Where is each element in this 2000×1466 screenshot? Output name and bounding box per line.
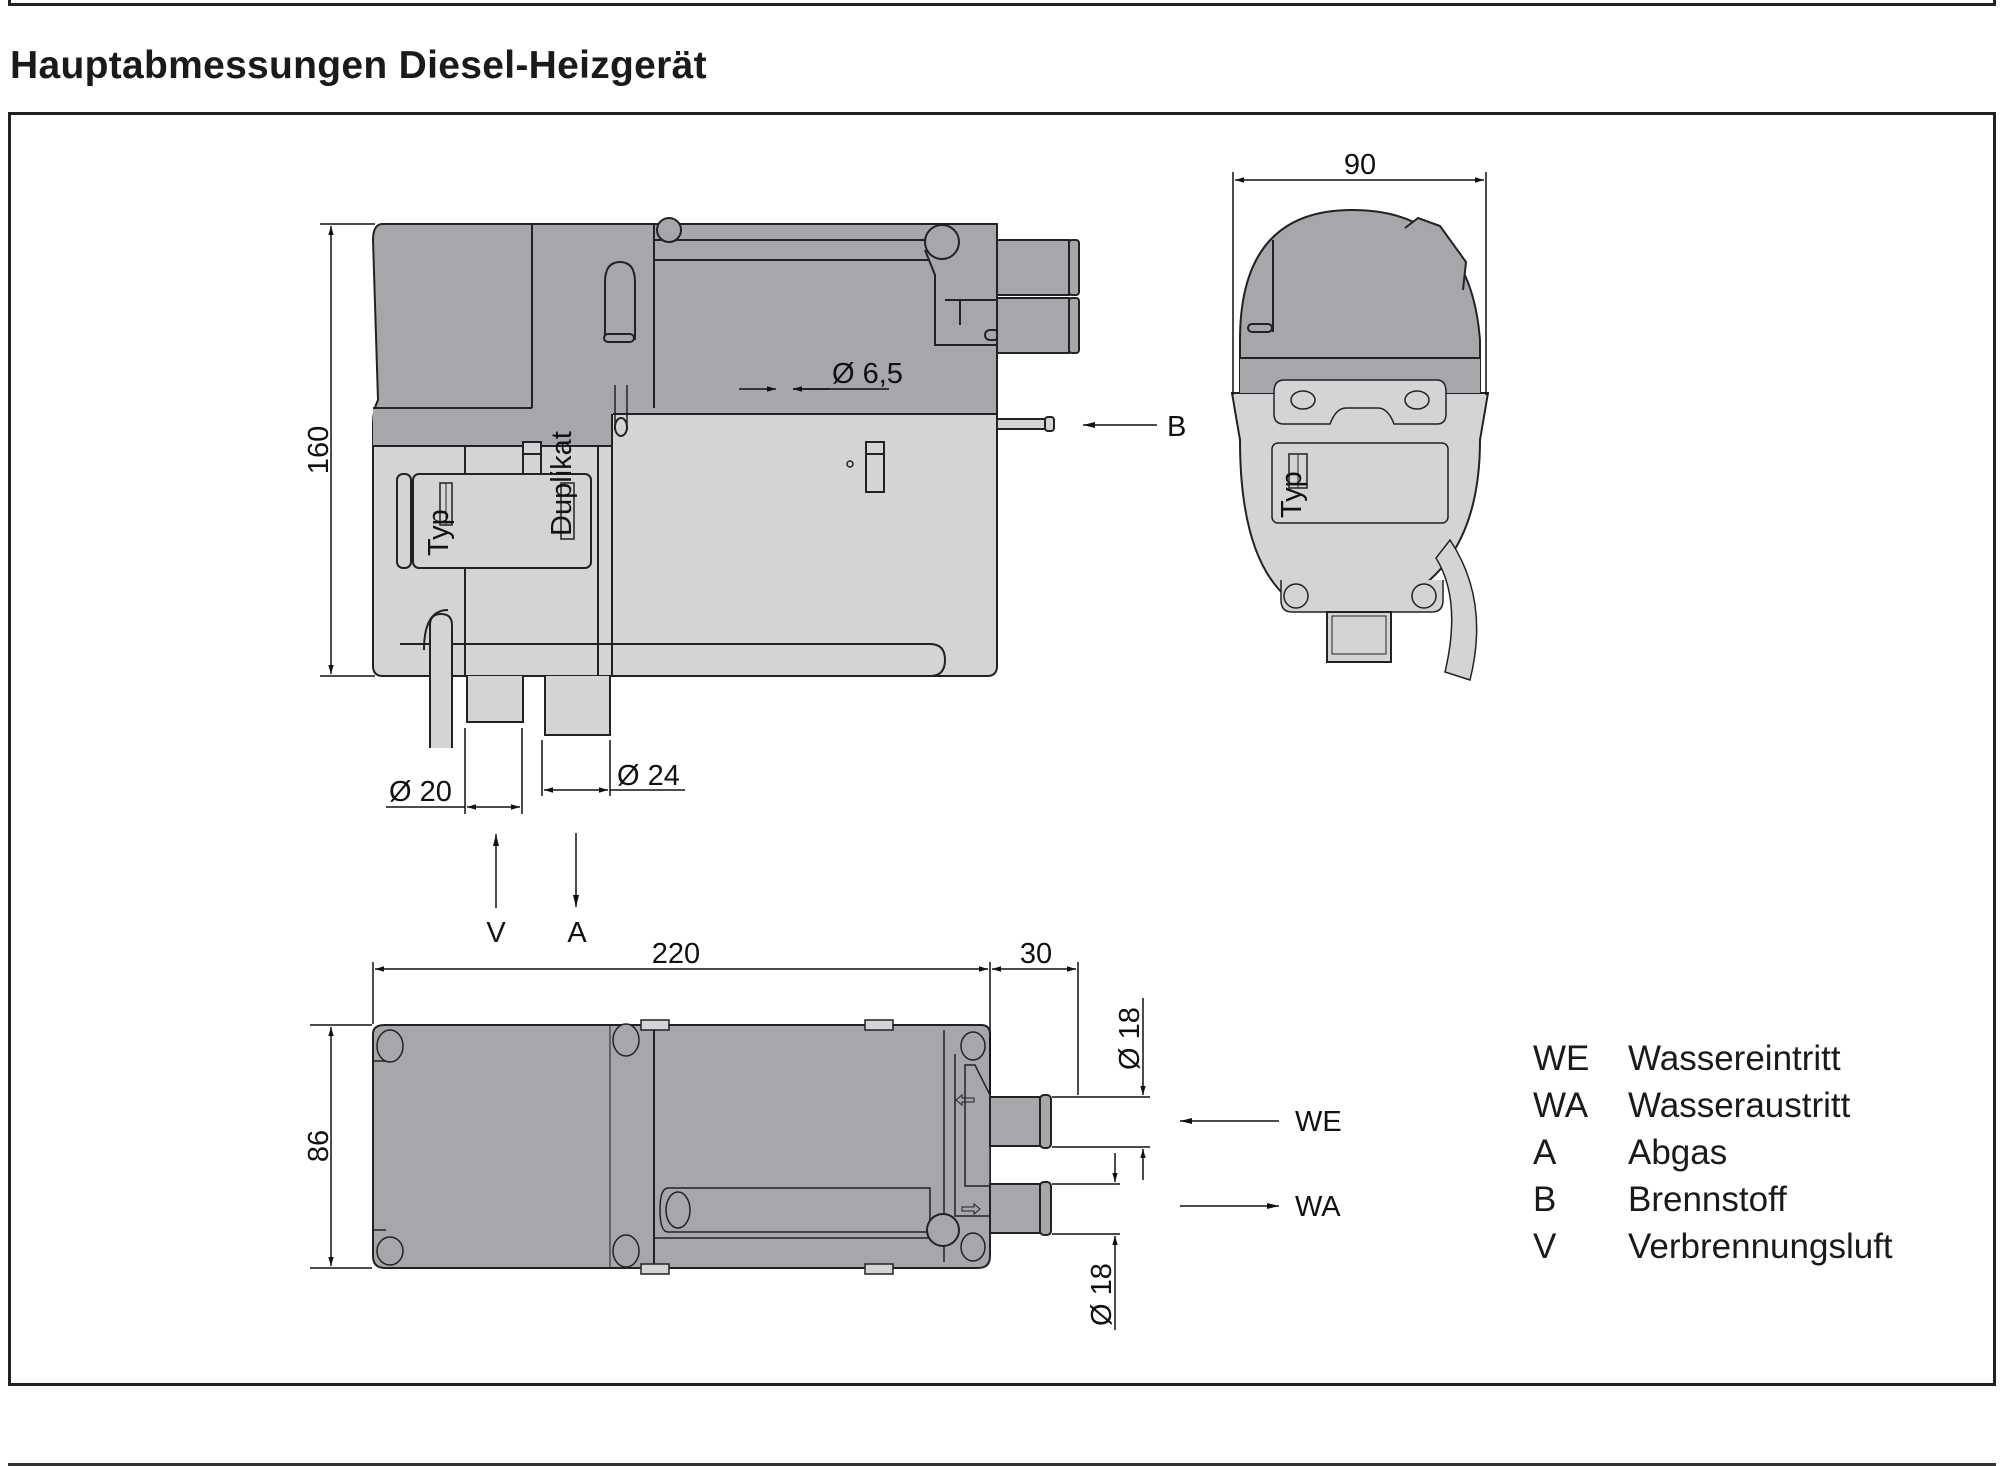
exhaust-dim-label: Ø 24 bbox=[617, 760, 680, 792]
legend-key: WA bbox=[1533, 1085, 1589, 1125]
width-dim-label: 90 bbox=[1344, 149, 1376, 181]
intake-stub bbox=[466, 676, 524, 723]
legend-item: WE Wassereintritt bbox=[1533, 1035, 1893, 1082]
height-dim-label: 160 bbox=[303, 426, 335, 474]
legend-desc: Wassereintritt bbox=[1628, 1038, 1841, 1078]
legend-desc: Brennstoff bbox=[1628, 1179, 1787, 1219]
plate-duplikat-label: Duplikat bbox=[546, 431, 578, 536]
bottom-rule bbox=[8, 1463, 1996, 1466]
legend-key: WE bbox=[1533, 1038, 1590, 1078]
water-in-label-we: WE bbox=[1295, 1106, 1342, 1138]
fuel-pipe-dim-label: Ø 6,5 bbox=[832, 358, 903, 390]
legend-item: V Verbrennungsluft bbox=[1533, 1223, 1893, 1270]
legend-desc: Abgas bbox=[1628, 1132, 1728, 1172]
intake-exhaust-dimensions bbox=[386, 728, 685, 814]
width-dimension bbox=[1232, 172, 1487, 395]
legend-key: B bbox=[1533, 1179, 1557, 1219]
exhaust-label-a: A bbox=[567, 917, 587, 949]
water-stub-lower bbox=[996, 297, 1070, 354]
end-type-plate bbox=[1271, 442, 1449, 524]
plate-typ-label: Typ bbox=[423, 509, 455, 556]
legend-item: A Abgas bbox=[1533, 1129, 1893, 1176]
intake-dim-label: Ø 20 bbox=[389, 776, 452, 808]
drawing-frame bbox=[8, 112, 1996, 1386]
legend-desc: Wasseraustritt bbox=[1628, 1085, 1851, 1125]
legend-key: A bbox=[1533, 1132, 1557, 1172]
water-in-dim-label: Ø 18 bbox=[1114, 1007, 1146, 1070]
intake-label-v: V bbox=[486, 917, 506, 949]
exhaust-stub bbox=[544, 676, 611, 736]
intake-exhaust-flow-arrows bbox=[493, 833, 579, 908]
fuel-pipe bbox=[996, 418, 1046, 430]
water-flow-arrows bbox=[1180, 1118, 1279, 1209]
fuel-label-b: B bbox=[1167, 411, 1186, 443]
water-pipe-dimensions bbox=[1052, 998, 1150, 1330]
water-inlet-stub bbox=[989, 1096, 1041, 1147]
end-body-upper bbox=[1239, 208, 1481, 394]
depth-dim-label: 86 bbox=[303, 1130, 335, 1162]
water-outlet-stub bbox=[989, 1183, 1041, 1234]
legend-desc: Verbrennungsluft bbox=[1628, 1226, 1893, 1266]
legend-item: WA Wasseraustritt bbox=[1533, 1082, 1893, 1129]
legend-item: B Brennstoff bbox=[1533, 1176, 1893, 1223]
water-stub-upper bbox=[996, 239, 1070, 296]
legend: WE Wassereintritt WA Wasseraustritt A Ab… bbox=[1533, 1035, 1893, 1270]
legend-key: V bbox=[1533, 1226, 1557, 1266]
height-dimension bbox=[320, 223, 375, 677]
water-out-dim-label: Ø 18 bbox=[1086, 1263, 1118, 1326]
type-plate bbox=[412, 473, 592, 569]
end-view bbox=[1230, 208, 1490, 681]
page-title: Hauptabmessungen Diesel-Heizgerät bbox=[10, 44, 707, 87]
water-out-label-wa: WA bbox=[1295, 1191, 1341, 1223]
end-plate-typ-label: Typ bbox=[1276, 471, 1308, 518]
stub-length-dim-label: 30 bbox=[1020, 938, 1052, 970]
length-dim-label: 220 bbox=[652, 938, 700, 970]
top-frame-border bbox=[8, 0, 1996, 6]
depth-dimension bbox=[310, 1024, 372, 1269]
length-dimensions bbox=[372, 962, 1079, 1095]
top-view bbox=[372, 1019, 1052, 1275]
side-view bbox=[371, 217, 1080, 748]
